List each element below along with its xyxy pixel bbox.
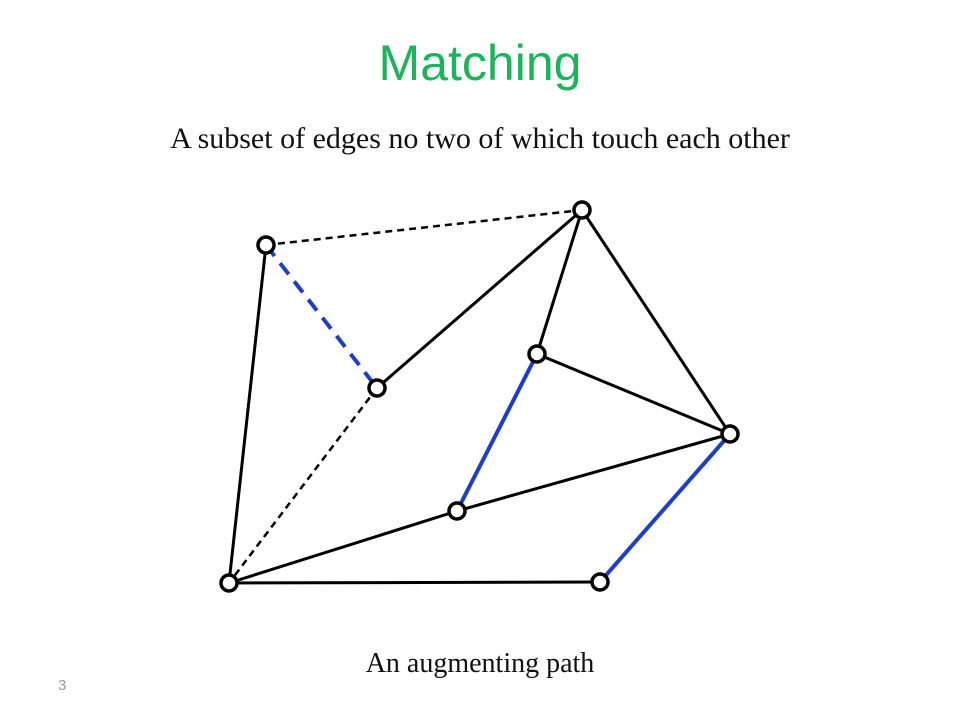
vertex-c: [367, 378, 387, 398]
edge-d-g: [455, 353, 539, 512]
vertex-d: [527, 344, 547, 364]
vertex-a: [256, 235, 276, 255]
slide-number: 3: [58, 677, 67, 694]
edge-f-g: [228, 509, 458, 585]
edge-b-d: [535, 209, 584, 355]
vertices-layer: [219, 200, 740, 593]
edge-c-f: [228, 387, 378, 584]
edge-a-c: [264, 243, 379, 390]
diagram-caption: An augmenting path: [365, 648, 595, 679]
edge-a-b: [265, 208, 583, 247]
edge-a-f: [227, 244, 268, 584]
vertex-e: [720, 424, 740, 444]
slide-subtitle: A subset of edges no two of which touch …: [170, 122, 790, 155]
vertex-h: [590, 572, 610, 592]
slide-title: Matching: [378, 35, 582, 91]
edges-layer: [227, 208, 732, 585]
edge-b-c: [376, 208, 583, 390]
edge-d-e: [536, 352, 731, 436]
edge-b-e: [580, 209, 732, 435]
edge-e-h: [598, 432, 732, 584]
vertex-f: [219, 573, 239, 593]
vertex-g: [447, 501, 467, 521]
vertex-b: [572, 200, 592, 220]
edge-e-g: [456, 432, 731, 513]
edge-f-h: [228, 580, 601, 585]
